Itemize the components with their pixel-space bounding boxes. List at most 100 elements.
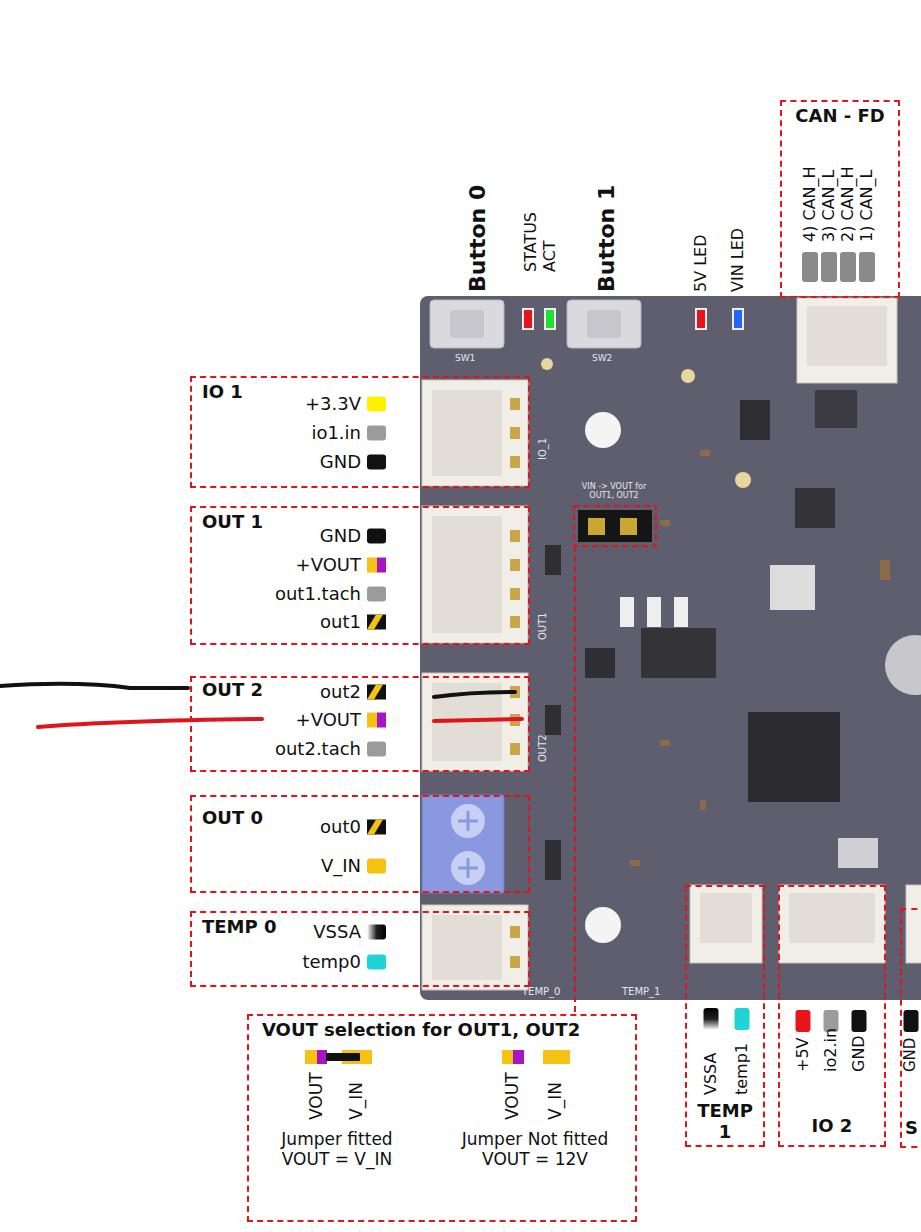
box-heading: OUT 1 (202, 512, 263, 533)
connector-inner (700, 893, 752, 943)
pin-swatch (543, 1050, 570, 1064)
pin-swatch (367, 455, 386, 470)
connector-pin (510, 926, 520, 938)
pin-swatch (305, 1050, 317, 1064)
pin-label: V_IN (546, 1082, 566, 1120)
silkscreen-label: SW2 (592, 353, 612, 363)
pin-label: +VOUT (296, 710, 361, 731)
pin-label: +3.3V (305, 394, 361, 415)
pin-label: V_IN (347, 1082, 367, 1120)
pin-label: temp0 (302, 952, 361, 973)
connector-inner (432, 516, 502, 633)
pin-swatch (367, 587, 386, 602)
button-cap (587, 310, 621, 338)
pinout-box: VSSAtemp1TEMP 1 (685, 885, 765, 1147)
pin-swatch (840, 252, 856, 282)
terminal-screw (451, 851, 485, 885)
connector-housing (422, 905, 528, 990)
screw-slot (458, 858, 478, 878)
pin-label: out2.tach (275, 739, 361, 760)
pin-swatch (704, 1008, 719, 1030)
pin-swatch (802, 252, 818, 282)
box-heading: OUT 2 (202, 680, 263, 701)
box-heading: TEMP 0 (202, 917, 276, 938)
pinout-box: TEMP 0 VSSA temp0 (190, 911, 530, 987)
connector-pin (510, 530, 520, 542)
pinout-box: CAN - FD4) CAN_H3) CAN_L2) CAN_H1) CAN_L (780, 100, 900, 298)
pin-swatch (367, 685, 383, 700)
pin-label: V_IN (321, 856, 361, 877)
crystal (838, 838, 878, 868)
regulator (641, 628, 716, 678)
connector-pin (510, 743, 520, 755)
silkscreen-label: SW1 (455, 353, 475, 363)
pin-label: VOUT (503, 1072, 523, 1120)
mounting-hole (585, 412, 621, 448)
pin-swatch (852, 1010, 867, 1032)
box-heading: CAN - FD (785, 106, 895, 127)
pinout-box: IO 1+3.3Vio1.inGND (190, 376, 530, 488)
pin-label: 3) CAN_L (820, 169, 838, 242)
diode (815, 390, 857, 428)
pinout-box: GND S (900, 908, 921, 1148)
connector-pin (510, 456, 520, 468)
connector-pin (510, 559, 520, 571)
pinout-box: OUT 2out2+VOUTout2.tach (190, 676, 530, 772)
pin-swatch (367, 820, 386, 835)
ic-chip (740, 400, 770, 440)
button-label: Button 1 (594, 185, 619, 292)
connector-pin (510, 956, 520, 968)
silkscreen-label: OUT2 (537, 734, 549, 762)
button-label: Button 0 (465, 185, 490, 292)
pin-label: GND (902, 1038, 919, 1072)
connector-pin (510, 616, 520, 628)
connector-pin (510, 398, 520, 410)
ic-chip (585, 648, 615, 678)
pin-swatch (904, 1010, 919, 1032)
test-point (541, 358, 553, 370)
pin-label: +5V (794, 1037, 812, 1072)
pcb-board (420, 296, 921, 1000)
pin-swatch (367, 529, 386, 544)
connector-housing (690, 885, 762, 963)
connector-inner (807, 306, 887, 366)
pin-label: 2) CAN_H (839, 166, 857, 242)
terminal-block (422, 795, 504, 893)
pin-swatch (513, 1050, 524, 1064)
ic-chip (795, 488, 835, 528)
screw-slot (458, 811, 478, 831)
pin-swatch (367, 820, 383, 835)
button-cap (450, 310, 484, 338)
pin-swatch (367, 426, 386, 441)
connector-housing (779, 885, 885, 963)
box-heading: TEMP 1 (690, 1101, 760, 1142)
resistor (700, 450, 710, 456)
connector-housing (906, 885, 921, 963)
box-heading: OUT 0 (202, 808, 263, 829)
wire-black (434, 692, 515, 697)
box-heading: IO 1 (202, 382, 243, 403)
box-heading: S (905, 1118, 918, 1139)
box-heading: VOUT selection for OUT1, OUT2 (262, 1020, 580, 1041)
pin-label: VSSA (313, 922, 361, 943)
pin-swatch (367, 685, 386, 700)
pin-swatch (377, 558, 386, 573)
pin-label: io1.in (311, 423, 361, 444)
resistor (660, 740, 670, 746)
silkscreen-label: VIN -> VOUT for OUT1, OUT2 (574, 482, 654, 500)
connector-housing (797, 298, 897, 383)
resistor (700, 800, 706, 810)
connector-inner (432, 915, 502, 980)
pin-swatch (367, 955, 386, 970)
pin-swatch (367, 615, 386, 630)
silkscreen-label: TEMP_1 (622, 986, 660, 998)
pin-label: 4) CAN_H (801, 166, 819, 242)
pin-swatch (821, 252, 837, 282)
pin-swatch (796, 1010, 811, 1032)
pinout-box: OUT 1GND+VOUTout1.tachout1 (190, 506, 530, 645)
capacitor (885, 635, 921, 695)
regulator-pin (647, 597, 661, 627)
diode (545, 705, 561, 735)
